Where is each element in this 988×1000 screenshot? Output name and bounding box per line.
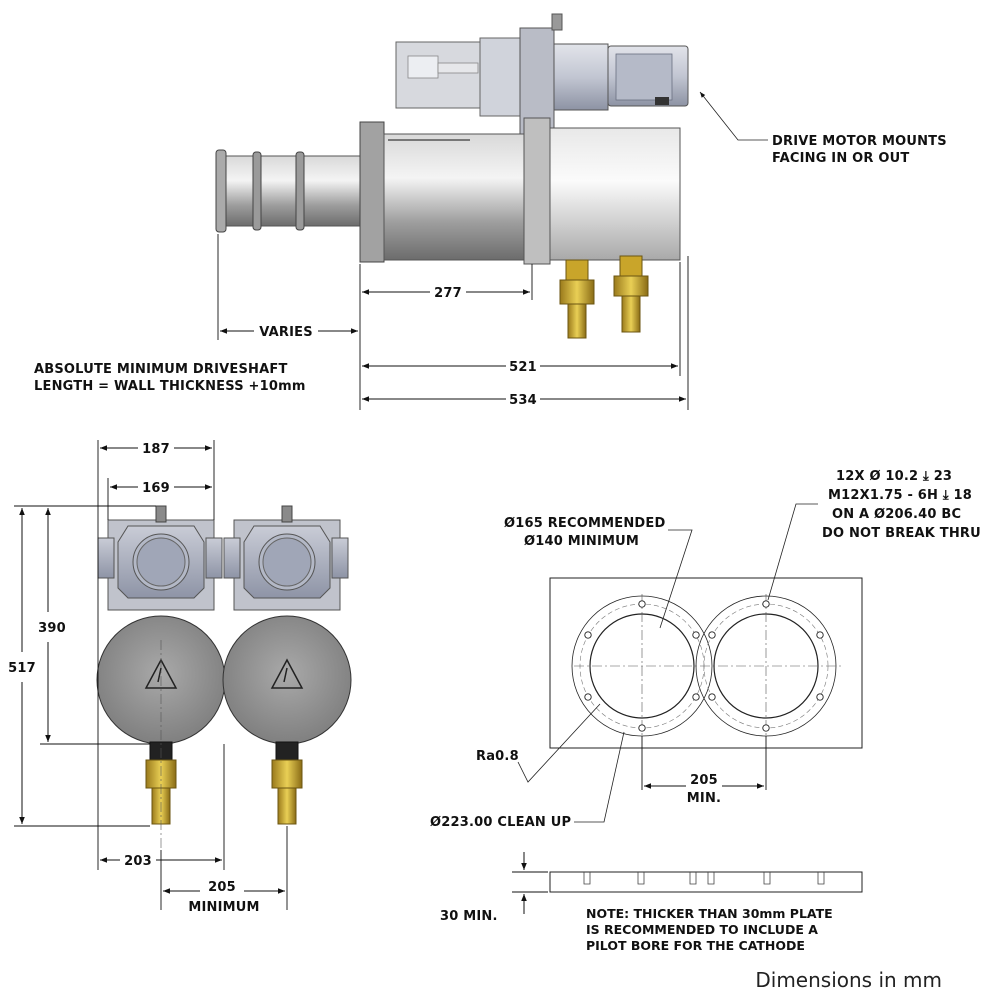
dim-205-front-note: MINIMUM bbox=[188, 900, 259, 915]
water-fittings bbox=[559, 255, 649, 339]
bolt-holes bbox=[584, 600, 824, 732]
dim-203-label: 203 bbox=[124, 854, 152, 869]
dim-390: 390 bbox=[38, 508, 66, 742]
motor-note-line2: FACING IN OR OUT bbox=[772, 151, 909, 166]
clean-up-label: Ø223.00 CLEAN UP bbox=[430, 815, 571, 830]
dim-534-label: 534 bbox=[509, 393, 537, 408]
dim-varies-label: VARIES bbox=[259, 325, 313, 340]
shaft-note-line1: ABSOLUTE MINIMUM DRIVESHAFT bbox=[34, 362, 288, 377]
dim-277-label: 277 bbox=[434, 286, 462, 301]
mounting-plate bbox=[549, 577, 863, 749]
hole-note-line4: DO NOT BREAK THRU bbox=[822, 526, 981, 541]
dim-203: 203 bbox=[100, 854, 222, 869]
plate-note-line1: NOTE: THICKER THAN 30mm PLATE bbox=[586, 906, 833, 921]
dim-169-label: 169 bbox=[142, 481, 170, 496]
dim-277: 277 bbox=[362, 286, 530, 301]
dim-205-plate-note: MIN. bbox=[687, 791, 721, 806]
dim-205-plate: 205 MIN. bbox=[644, 773, 764, 806]
unit-right bbox=[222, 505, 352, 825]
hole-note-line2: M12X1.75 - 6H ⤓ 18 bbox=[828, 488, 972, 503]
dim-517-label: 517 bbox=[8, 661, 36, 676]
front-view: 187 169 390 517 203 205 bbox=[8, 440, 352, 915]
recommend-note-line1: Ø165 RECOMMENDED bbox=[504, 516, 666, 531]
side-view: DRIVE MOTOR MOUNTS FACING IN OR OUT 277 … bbox=[34, 13, 947, 410]
dim-390-label: 390 bbox=[38, 621, 66, 636]
dim-205-plate-label: 205 bbox=[690, 773, 718, 788]
dim-169: 169 bbox=[110, 481, 212, 496]
plate-view: Ø165 RECOMMENDED Ø140 MINIMUM 12X Ø 10.2… bbox=[430, 469, 981, 953]
dim-534: 534 bbox=[362, 393, 686, 408]
recommend-note-line2: Ø140 MINIMUM bbox=[524, 534, 639, 549]
thickness-label: 30 MIN. bbox=[440, 909, 498, 924]
drive-motor bbox=[395, 13, 689, 149]
motor-note: DRIVE MOTOR MOUNTS FACING IN OR OUT bbox=[699, 91, 947, 166]
dim-517: 517 bbox=[8, 508, 36, 824]
dim-187-label: 187 bbox=[142, 442, 170, 457]
dim-521-label: 521 bbox=[509, 360, 537, 375]
hole-note-line3: ON A Ø206.40 BC bbox=[832, 507, 961, 522]
dim-205-front: 205 MINIMUM bbox=[163, 880, 285, 915]
hole-note-line1: 12X Ø 10.2 ⤓ 23 bbox=[836, 469, 952, 484]
unit-left bbox=[96, 505, 226, 850]
surface-finish-label: Ra0.8 bbox=[476, 749, 519, 764]
plate-note-line3: PILOT BORE FOR THE CATHODE bbox=[586, 938, 805, 953]
drive-shaft bbox=[215, 149, 361, 233]
dim-521: 521 bbox=[362, 360, 678, 375]
dim-thickness: 30 MIN. bbox=[440, 852, 527, 924]
plate-note-line2: IS RECOMMENDED TO INCLUDE A bbox=[586, 922, 818, 937]
motor-note-line1: DRIVE MOTOR MOUNTS bbox=[772, 134, 947, 149]
plate-section bbox=[549, 871, 863, 893]
dim-205-front-label: 205 bbox=[208, 880, 236, 895]
tapped-holes-section bbox=[583, 872, 825, 885]
units-note: Dimensions in mm bbox=[755, 968, 942, 992]
housing bbox=[359, 117, 681, 265]
dim-varies: VARIES bbox=[220, 325, 358, 340]
dim-187: 187 bbox=[100, 442, 212, 457]
shaft-note-line2: LENGTH = WALL THICKNESS +10mm bbox=[34, 379, 306, 394]
